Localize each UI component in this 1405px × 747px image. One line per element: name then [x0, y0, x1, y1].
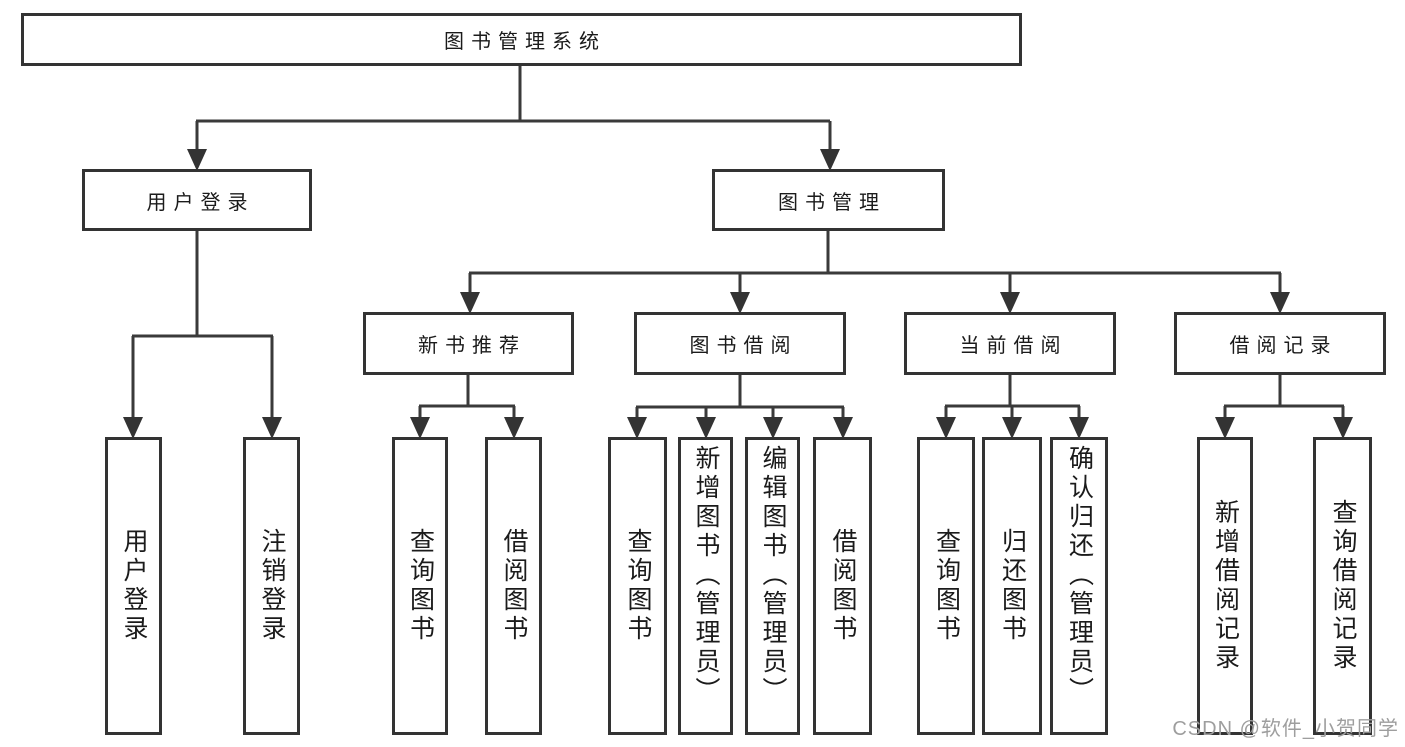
- leaf-label: 归还图书: [998, 528, 1027, 644]
- leaf-label: 确认归还（管理员）: [1065, 445, 1094, 706]
- leaf-label: 新增借阅记录: [1211, 499, 1240, 673]
- leaf-edit-books-admin: 编辑图书（管理员）: [745, 437, 800, 735]
- leaf-user-login: 用户登录: [105, 437, 162, 735]
- node-root: 图书管理系统: [21, 13, 1022, 66]
- leaf-label: 查询借阅记录: [1329, 499, 1357, 673]
- node-user-login: 用户登录: [82, 169, 312, 231]
- leaf-label: 借阅图书: [829, 528, 857, 644]
- leaf-label: 查询图书: [624, 528, 652, 644]
- watermark: CSDN @软件_小贺同学: [1172, 718, 1399, 740]
- node-book-management: 图书管理: [712, 169, 945, 231]
- node-book-borrow: 图书借阅: [634, 312, 846, 375]
- leaf-borrow-books: 借阅图书: [813, 437, 872, 735]
- leaf-label: 查询图书: [932, 528, 961, 644]
- leaf-label: 编辑图书（管理员）: [759, 445, 787, 706]
- leaf-add-borrow-record: 新增借阅记录: [1197, 437, 1253, 735]
- node-new-book-recommend: 新书推荐: [363, 312, 574, 375]
- leaf-logout: 注销登录: [243, 437, 300, 735]
- leaf-query-books-borrow: 查询图书: [608, 437, 667, 735]
- leaf-label: 新增图书（管理员）: [692, 445, 720, 706]
- leaf-query-books-recommend: 查询图书: [392, 437, 448, 735]
- leaf-label: 用户登录: [120, 528, 148, 644]
- leaf-borrow-books-recommend: 借阅图书: [485, 437, 542, 735]
- leaf-add-books-admin: 新增图书（管理员）: [678, 437, 733, 735]
- leaf-label: 注销登录: [258, 528, 286, 644]
- node-borrow-records: 借阅记录: [1174, 312, 1386, 375]
- leaf-query-books-current: 查询图书: [917, 437, 975, 735]
- arrowheads: [123, 149, 1353, 439]
- leaf-label: 借阅图书: [500, 528, 528, 644]
- node-current-borrow: 当前借阅: [904, 312, 1116, 375]
- leaf-query-borrow-record: 查询借阅记录: [1313, 437, 1372, 735]
- leaf-confirm-return-admin: 确认归还（管理员）: [1050, 437, 1108, 735]
- leaf-label: 查询图书: [406, 528, 435, 644]
- leaf-return-books: 归还图书: [982, 437, 1042, 735]
